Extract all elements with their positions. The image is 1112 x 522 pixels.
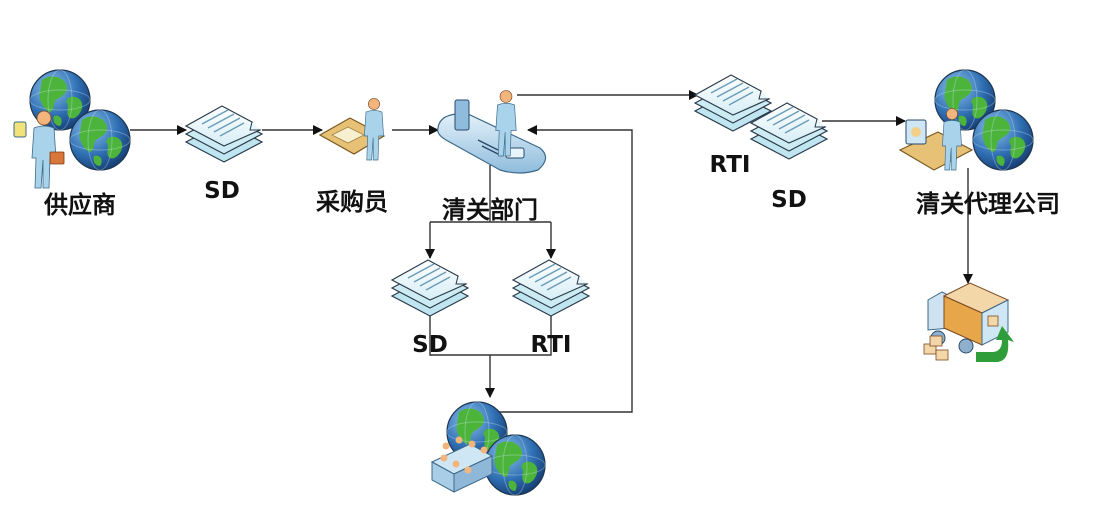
sd-document-node-1[interactable]: SD <box>185 105 263 204</box>
edge-feedback-to-customs <box>492 125 633 413</box>
desk-worker-icon <box>318 98 386 161</box>
edge-customs-split <box>430 165 551 223</box>
sd-document-node-2[interactable]: SD <box>391 259 469 358</box>
sd-label-2: SD <box>412 332 448 358</box>
customs-agent-node[interactable]: 清关代理公司 <box>898 69 1060 218</box>
meeting-globe-node[interactable] <box>430 401 546 496</box>
green-arrow-icon <box>976 326 1014 362</box>
supplier-label: 供应商 <box>43 191 116 219</box>
customs-department-label: 清关部门 <box>442 196 538 224</box>
rti-document-node-2[interactable]: RTI <box>512 259 590 358</box>
desk-worker-icon <box>898 108 974 171</box>
customs-agent-label: 清关代理公司 <box>916 190 1060 218</box>
rti-label-3: RTI <box>710 152 751 178</box>
delivery-truck-icon <box>923 282 1010 361</box>
customs-department-node[interactable]: 清关部门 <box>437 90 547 224</box>
document-stack-icon <box>185 105 263 163</box>
document-stack-icon <box>512 259 590 317</box>
sd-document-node-3[interactable]: SD <box>750 102 828 213</box>
delivery-truck-node[interactable] <box>923 282 1014 362</box>
workstation-icon <box>437 90 547 174</box>
rti-document-node-3[interactable]: RTI <box>694 74 772 178</box>
supplier-node[interactable]: 供应商 <box>13 69 131 219</box>
sd-label-1: SD <box>204 178 240 204</box>
businessman-icon <box>13 110 65 189</box>
purchaser-node[interactable]: 采购员 <box>316 98 388 216</box>
sd-label-3: SD <box>771 187 807 213</box>
rti-label-2: RTI <box>531 332 572 358</box>
document-stack-icon <box>391 259 469 317</box>
connectors <box>130 90 973 413</box>
purchaser-label: 采购员 <box>316 188 388 216</box>
conference-table-icon <box>430 436 494 493</box>
